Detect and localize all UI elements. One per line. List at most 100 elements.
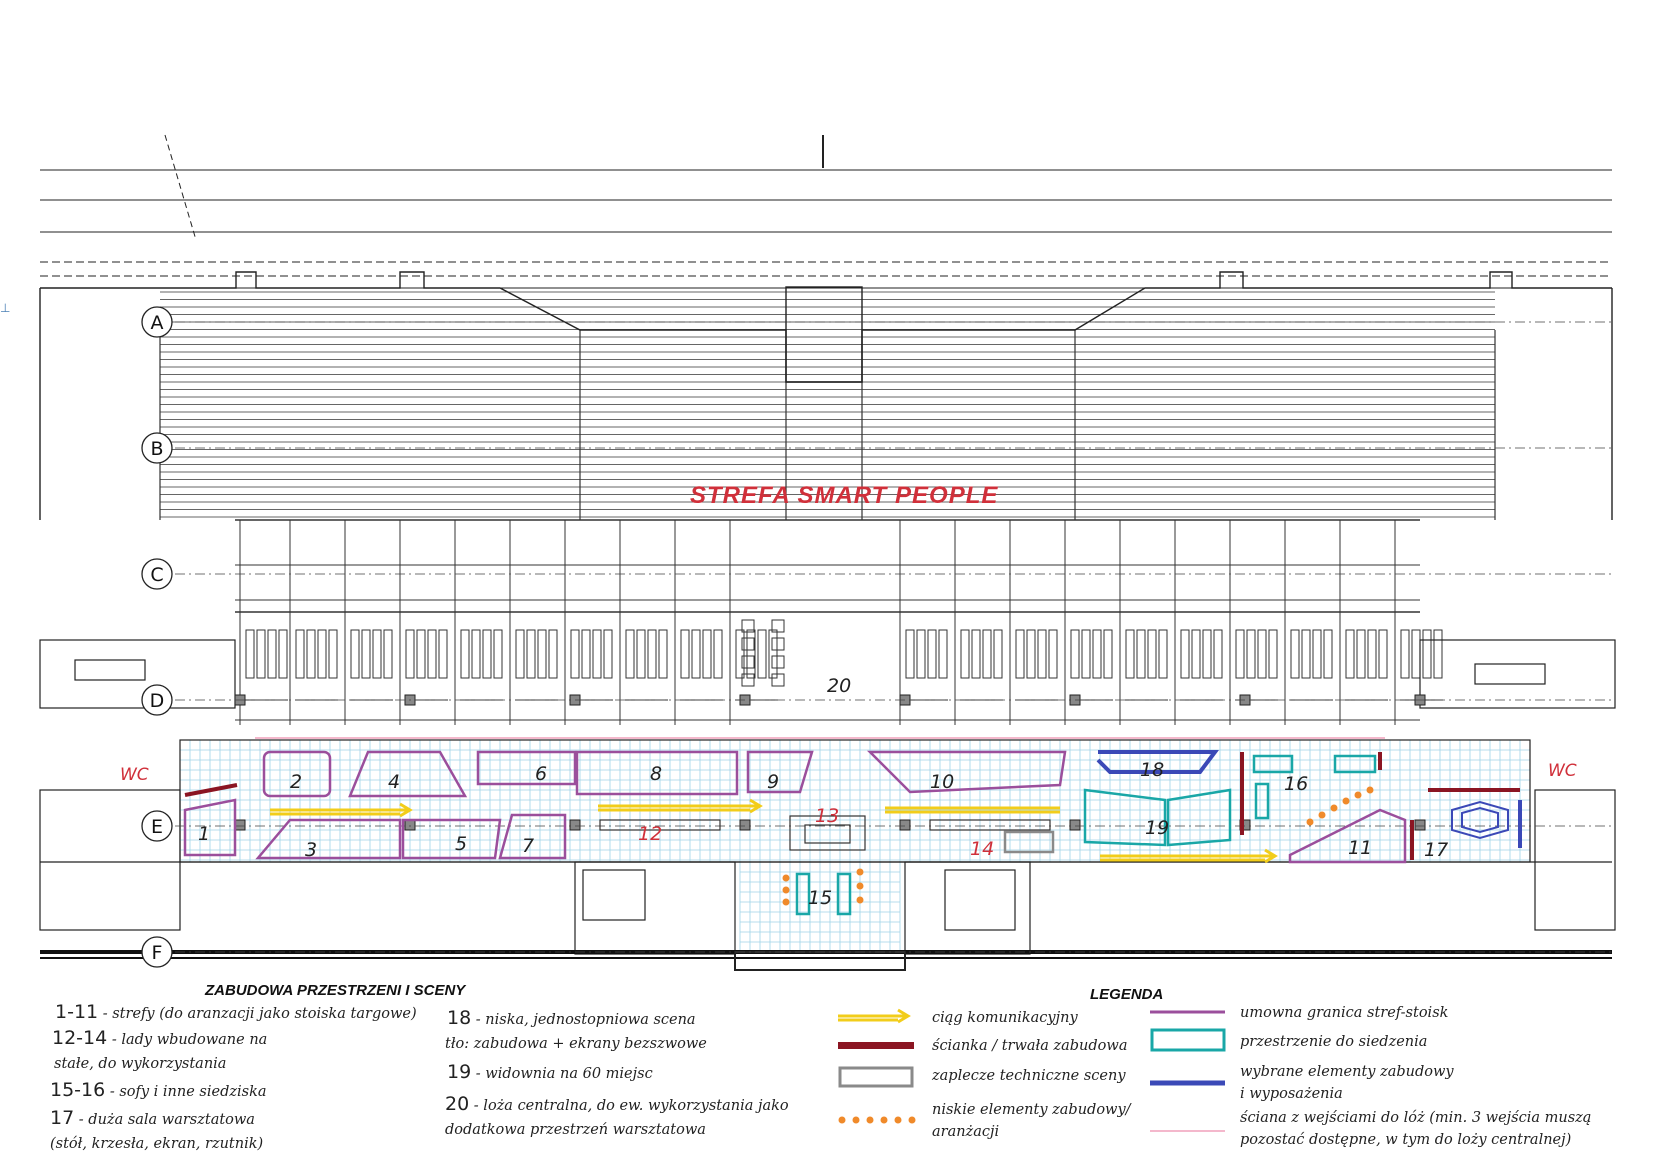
legend-label: umowna granica stref-stoisk bbox=[1240, 1005, 1449, 1021]
desc-num: 19 bbox=[447, 1061, 472, 1083]
zone-label: 4 bbox=[388, 771, 400, 793]
zone-label: 12 bbox=[638, 823, 662, 845]
legend-heading: LEGENDA bbox=[1090, 986, 1164, 1003]
floor-grid bbox=[179, 739, 1531, 950]
desc-num: 12-14 bbox=[52, 1027, 108, 1049]
orange-dots-icon bbox=[838, 1116, 916, 1124]
desc-text: - lady wbudowane na bbox=[107, 1032, 268, 1048]
lower-structure bbox=[40, 861, 1612, 971]
legend-label: ściana z wejściami do lóż (min. 3 wejści… bbox=[1240, 1110, 1592, 1126]
zone-label: 6 bbox=[535, 763, 547, 785]
legend-label: ciąg komunikacyjny bbox=[932, 1010, 1078, 1026]
section-heading: ZABUDOWA PRZESTRZENI I SCENY bbox=[205, 982, 466, 999]
zone-title: STREFA SMART PEOPLE bbox=[690, 482, 999, 509]
zone-label: 17 bbox=[1424, 839, 1448, 861]
legend-label: ścianka / trwała zabudowa bbox=[932, 1038, 1128, 1054]
desc-num: 20 bbox=[445, 1093, 470, 1115]
zone-3-outline bbox=[255, 818, 402, 860]
legend-label: zaplecze techniczne sceny bbox=[932, 1068, 1126, 1084]
desc-text: - loża centralna, do ew. wykorzystania j… bbox=[469, 1098, 789, 1114]
legend-label: aranżacji bbox=[932, 1124, 1000, 1140]
route-arrow bbox=[270, 802, 413, 818]
zone-label: 14 bbox=[970, 838, 994, 860]
desc-text: tło: zabudowa + ekrany bezszwowe bbox=[445, 1036, 707, 1052]
seating-areas bbox=[795, 754, 1377, 916]
zone-label: 18 bbox=[1140, 759, 1164, 781]
zone-7-outline bbox=[498, 813, 567, 860]
desc-num: 1-11 bbox=[55, 1001, 99, 1023]
desc-text: - sofy i inne siedziska bbox=[105, 1084, 267, 1100]
legend-label: pozostać dostępne, w tym do loży central… bbox=[1240, 1132, 1572, 1148]
legend-label: wybrane elementy zabudowy bbox=[1240, 1064, 1454, 1080]
axis-label: F bbox=[152, 942, 163, 964]
zone-label: 20 bbox=[827, 675, 851, 697]
zone-label: 3 bbox=[305, 839, 317, 861]
axis-label: E bbox=[151, 816, 163, 838]
legend-label: i wyposażenia bbox=[1240, 1086, 1343, 1102]
stage-tech-area bbox=[1003, 830, 1055, 854]
zone-boundaries bbox=[183, 750, 1407, 864]
desc-text: dodatkowa przestrzeń warsztatowa bbox=[445, 1122, 706, 1138]
top-rails bbox=[40, 134, 1612, 289]
walls bbox=[184, 752, 1520, 860]
zone-5-outline bbox=[401, 818, 502, 860]
desc-num: 17 bbox=[50, 1107, 75, 1129]
side-rooms bbox=[39, 639, 1616, 931]
zone-label: 16 bbox=[1284, 773, 1308, 795]
desc-num: 18 bbox=[447, 1007, 472, 1029]
axis-label: C bbox=[150, 564, 163, 586]
teal-rectangle-icon bbox=[1150, 1028, 1226, 1052]
wc-label: WC bbox=[120, 765, 149, 785]
zone-label: 19 bbox=[1145, 817, 1169, 839]
zone-label: 1 bbox=[198, 823, 210, 845]
zone-6-outline bbox=[476, 750, 577, 786]
yellow-arrow-icon bbox=[838, 1008, 911, 1024]
desc-text: - duża sala warsztatowa bbox=[74, 1112, 255, 1128]
svg-text:⊥: ⊥ bbox=[0, 301, 10, 315]
gray-rectangle-icon bbox=[838, 1066, 914, 1088]
descriptions-right: 18 - niska, jednostopniowa scena tło: za… bbox=[445, 1006, 845, 1142]
dark-red-bar-icon bbox=[838, 1042, 914, 1049]
desc-text: stałe, do wykorzystania bbox=[54, 1056, 227, 1072]
zone-label: 8 bbox=[650, 763, 662, 785]
legend-icons bbox=[838, 1008, 1226, 1132]
desc-text: - strefy (do aranzacji jako stoiska targ… bbox=[98, 1006, 417, 1022]
zone-label: 2 bbox=[290, 771, 302, 793]
desc-text: (stół, krzesła, ekran, rzutnik) bbox=[50, 1136, 264, 1152]
zone-9-outline bbox=[746, 750, 814, 794]
zone-2-outline bbox=[262, 750, 332, 798]
desc-text: - niska, jednostopniowa scena bbox=[471, 1012, 696, 1028]
zone-4-outline bbox=[348, 750, 468, 798]
zone-1-outline bbox=[183, 798, 237, 857]
counters bbox=[599, 815, 1051, 851]
axis-label: D bbox=[150, 690, 165, 712]
grid-axis-labels: A B C D E F bbox=[141, 306, 1612, 968]
zone-11-outline bbox=[1288, 808, 1407, 864]
zone-10-outline bbox=[866, 750, 1067, 794]
descriptions-left: 1-11 - strefy (do aranzacji jako stoiska… bbox=[50, 1000, 450, 1156]
legend-label: przestrzenie do siedzenia bbox=[1240, 1034, 1428, 1050]
zone-label: 9 bbox=[767, 771, 779, 793]
desc-text: - widownia na 60 miejsc bbox=[471, 1066, 653, 1082]
wc-label: WC bbox=[1548, 761, 1577, 781]
axis-label: A bbox=[151, 312, 164, 334]
zone-label: 15 bbox=[808, 887, 832, 909]
zone-label: 10 bbox=[930, 771, 954, 793]
workshop-table bbox=[1451, 800, 1509, 840]
tribune-outline bbox=[39, 271, 1613, 520]
zone-label: 13 bbox=[815, 805, 839, 827]
stage-18 bbox=[1096, 750, 1219, 774]
axis-label: B bbox=[150, 438, 163, 460]
low-elements bbox=[782, 786, 1374, 906]
desc-num: 15-16 bbox=[50, 1079, 106, 1101]
zone-8-outline bbox=[575, 750, 739, 796]
zone-labels: 1 2 3 4 5 6 7 8 9 10 11 12 13 14 15 16 1… bbox=[198, 675, 1448, 909]
zone-label: 7 bbox=[522, 835, 534, 857]
traffic-routes bbox=[270, 798, 1278, 864]
zone-label: 5 bbox=[455, 833, 467, 855]
audience-seating bbox=[1083, 788, 1167, 847]
zone-label: 11 bbox=[1348, 837, 1372, 859]
stage-equipment bbox=[1096, 750, 1522, 848]
legend-label: niskie elementy zabudowy/ bbox=[932, 1102, 1131, 1118]
